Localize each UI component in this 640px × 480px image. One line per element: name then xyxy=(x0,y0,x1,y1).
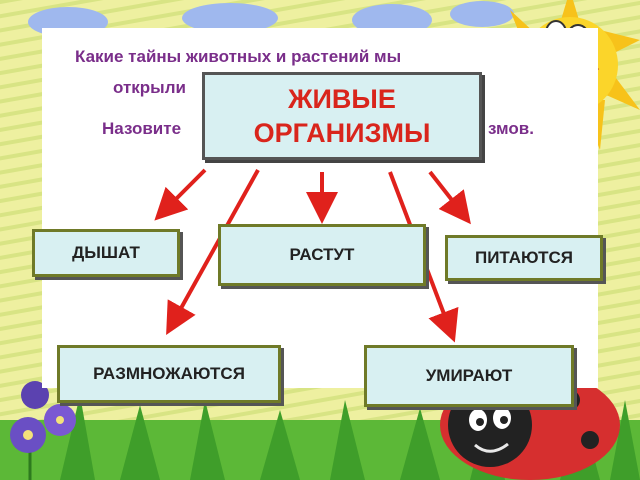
question-line-3-start: Назовите xyxy=(102,119,182,138)
box-grow: РАСТУТ xyxy=(218,224,426,286)
box-reproduce-label: РАЗМНОЖАЮТСЯ xyxy=(93,364,245,383)
flower-icon xyxy=(10,381,76,480)
box-breathe-label: ДЫШАТ xyxy=(72,243,140,262)
box-die-label: УМИРАЮТ xyxy=(425,366,513,385)
box-eat-label: ПИТАЮТСЯ xyxy=(474,248,573,267)
arrow-to-eat xyxy=(428,170,471,225)
main-concept-box: ЖИВЫЕ ОРГАНИЗМЫ xyxy=(202,72,482,160)
main-concept-line-1: ЖИВЫЕ xyxy=(288,84,396,114)
box-grow-label: РАСТУТ xyxy=(289,245,355,264)
arrow-to-breathe xyxy=(154,168,207,221)
question-line-3-end: змов. xyxy=(488,119,534,138)
question-line-2: открыли xyxy=(113,78,186,97)
box-breathe: ДЫШАТ xyxy=(32,229,180,277)
arrow-to-reproduce xyxy=(166,169,260,335)
box-die: УМИРАЮТ xyxy=(364,345,574,407)
box-eat: ПИТАЮТСЯ xyxy=(445,235,603,281)
main-concept-line-2: ОРГАНИЗМЫ xyxy=(253,118,431,148)
question-line-1: Какие тайны животных и растений мы xyxy=(75,47,402,66)
box-reproduce: РАЗМНОЖАЮТСЯ xyxy=(57,345,281,403)
